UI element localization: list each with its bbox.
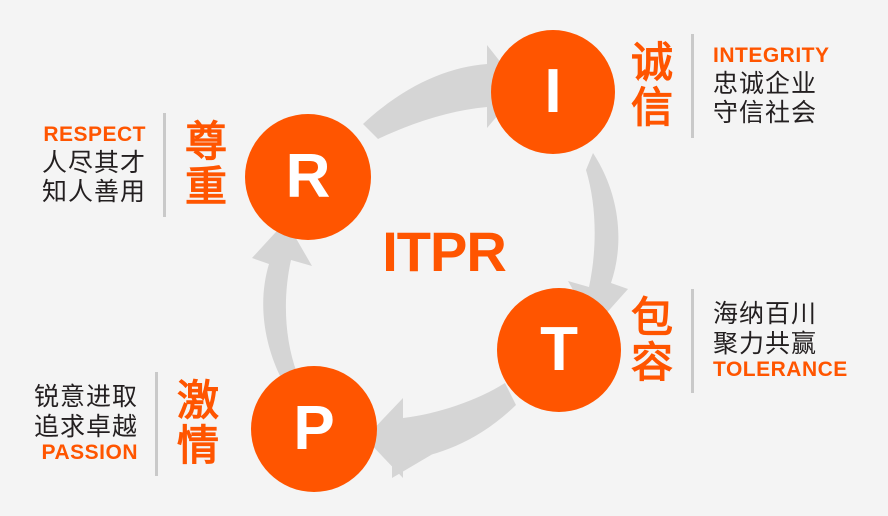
value-block-passion: 锐意进取 追求卓越 PASSION 激 情	[34, 372, 219, 476]
node-circle-integrity[interactable]: I	[491, 30, 615, 154]
node-circle-respect[interactable]: R	[245, 114, 371, 240]
value-keyword-respect: 尊 重	[185, 117, 228, 211]
value-keyword-passion: 激 情	[177, 376, 220, 470]
node-letter-passion: P	[293, 394, 335, 463]
value-line1-respect: 人尽其才	[42, 147, 147, 177]
value-line2-tolerance: 聚力共赢	[713, 328, 818, 358]
arrow-tolerance-to-passion-shape-icon	[380, 406, 514, 478]
node-letter-integrity: I	[544, 57, 562, 126]
value-line2-respect: 知人善用	[42, 177, 147, 207]
value-keyword-integrity: 诚 信	[631, 38, 674, 132]
node-letter-respect: R	[285, 142, 331, 211]
divider-integrity	[691, 34, 695, 138]
value-description-tolerance: 海纳百川 聚力共赢 TOLERANCE	[713, 299, 848, 383]
value-keyword-char2-passion: 情	[177, 421, 220, 470]
value-keyword-char2-tolerance: 容	[631, 338, 674, 387]
divider-tolerance	[691, 289, 695, 393]
value-description-passion: 锐意进取 追求卓越 PASSION	[34, 382, 138, 466]
node-letter-tolerance: T	[540, 315, 578, 384]
value-line2-passion: 追求卓越	[34, 411, 139, 441]
value-block-integrity: 诚 信 INTEGRITY 忠诚企业 守信社会	[631, 34, 830, 138]
value-description-respect: RESPECT 人尽其才 知人善用	[42, 123, 146, 207]
value-line1-tolerance: 海纳百川	[713, 299, 818, 329]
arrow-tolerance-to-passion-body-icon	[380, 406, 513, 474]
value-line2-integrity: 守信社会	[713, 98, 818, 128]
value-keyword-char1-integrity: 诚	[631, 38, 674, 88]
arrow-tolerance-to-passion-icon	[393, 406, 512, 473]
value-english-tolerance: TOLERANCE	[713, 358, 848, 382]
value-keyword-char1-respect: 尊	[185, 117, 228, 167]
center-acronym: ITPR	[382, 220, 507, 283]
value-keyword-tolerance: 包 容	[631, 293, 674, 387]
value-keyword-char2-respect: 重	[185, 162, 228, 211]
value-english-respect: RESPECT	[43, 123, 147, 147]
value-description-integrity: INTEGRITY 忠诚企业 守信社会	[713, 44, 830, 128]
divider-respect	[163, 113, 167, 217]
arrow-tolerance-to-passion-full-icon	[365, 383, 516, 478]
divider-passion	[155, 372, 159, 476]
value-keyword-char2-integrity: 信	[631, 83, 674, 132]
value-line1-passion: 锐意进取	[34, 382, 139, 412]
node-circle-passion[interactable]: P	[251, 366, 377, 492]
value-keyword-char1-passion: 激	[177, 376, 220, 426]
value-line1-integrity: 忠诚企业	[713, 68, 818, 98]
value-block-respect: RESPECT 人尽其才 知人善用 尊 重	[42, 113, 227, 217]
value-english-integrity: INTEGRITY	[713, 44, 830, 68]
value-keyword-char1-tolerance: 包	[631, 293, 674, 343]
node-circle-tolerance[interactable]: T	[497, 288, 621, 412]
arrow-passion-to-respect-icon	[252, 221, 312, 389]
value-english-passion: PASSION	[41, 441, 139, 465]
value-block-tolerance: 包 容 海纳百川 聚力共赢 TOLERANCE	[631, 289, 848, 393]
